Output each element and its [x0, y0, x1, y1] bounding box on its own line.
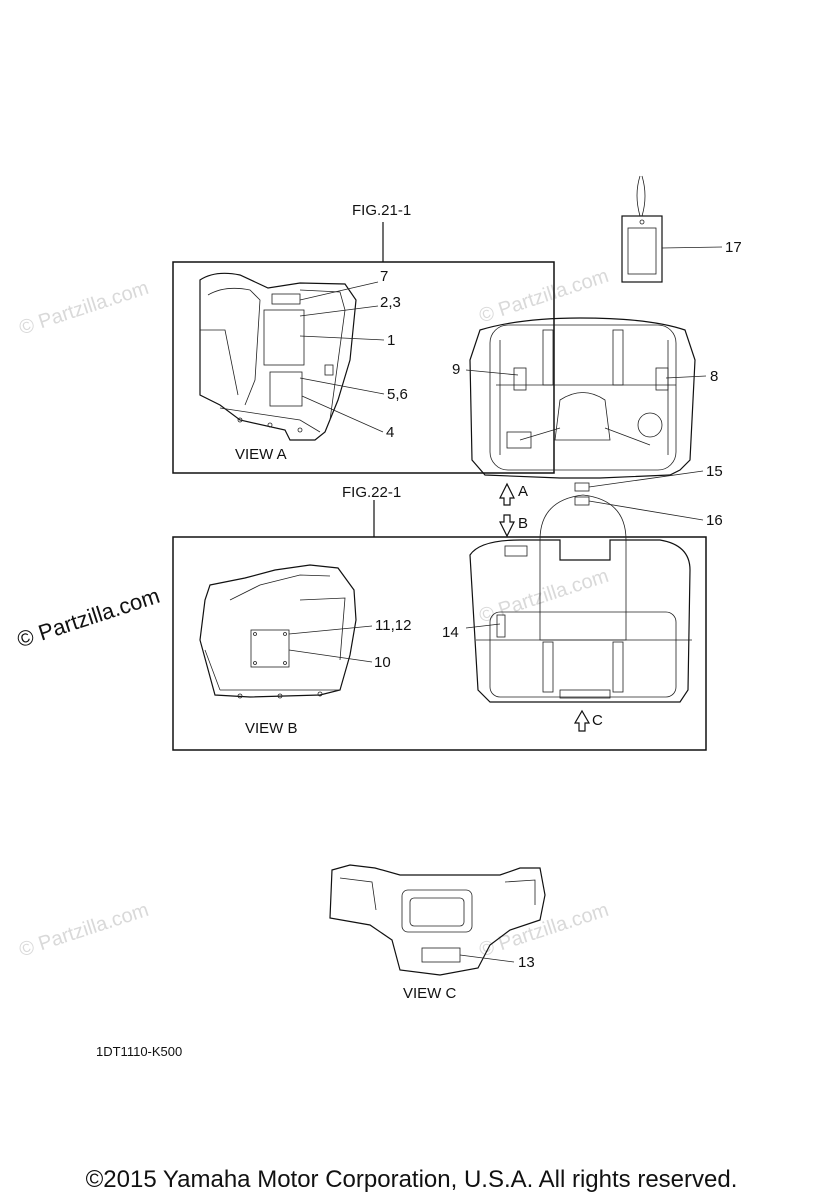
callout-7: 7	[380, 268, 389, 285]
arrow-down-b	[499, 514, 515, 538]
atv-leaders	[465, 369, 707, 629]
arrow-b-label: B	[518, 515, 529, 532]
callout-10: 10	[374, 654, 391, 671]
fig22-ref-label: FIG.22-1	[342, 484, 402, 501]
view-a-fender-drawing	[199, 272, 357, 441]
arrow-a-label: A	[518, 483, 529, 500]
view-a-frame	[172, 261, 555, 474]
view-c-label: VIEW C	[403, 985, 457, 1002]
diagram-ref-code: 1DT1110-K500	[96, 1044, 183, 1059]
fig21-ref-label: FIG.21-1	[352, 202, 412, 219]
copyright-footer: ©2015 Yamaha Motor Corporation, U.S.A. A…	[85, 1166, 738, 1193]
callout-11-12: 11,12	[375, 617, 412, 634]
arrow-up-c	[573, 709, 591, 732]
callout-17: 17	[725, 239, 742, 256]
view-b-fender-drawing	[199, 564, 357, 699]
view-a-leaders	[299, 281, 385, 433]
view-a-label: VIEW A	[235, 446, 287, 463]
callout-8: 8	[710, 368, 719, 385]
hang-tag-drawing	[621, 175, 723, 283]
callout-15: 15	[706, 463, 723, 480]
view-b-label: VIEW B	[245, 720, 298, 737]
callout-13: 13	[518, 954, 535, 971]
callout-16: 16	[706, 512, 723, 529]
callout-1: 1	[387, 332, 396, 349]
arrow-up-a	[499, 482, 515, 506]
view-b-leaders	[288, 625, 373, 663]
atv-top-view-drawing	[469, 317, 696, 703]
callout-4: 4	[386, 424, 395, 441]
arrow-c-label: C	[592, 712, 603, 729]
view-c-panel-drawing	[329, 864, 546, 976]
callout-14: 14	[442, 624, 459, 641]
callout-2-3: 2,3	[380, 294, 401, 311]
callout-9: 9	[452, 361, 461, 378]
callout-5-6: 5,6	[387, 386, 408, 403]
view-b-frame	[172, 536, 707, 751]
